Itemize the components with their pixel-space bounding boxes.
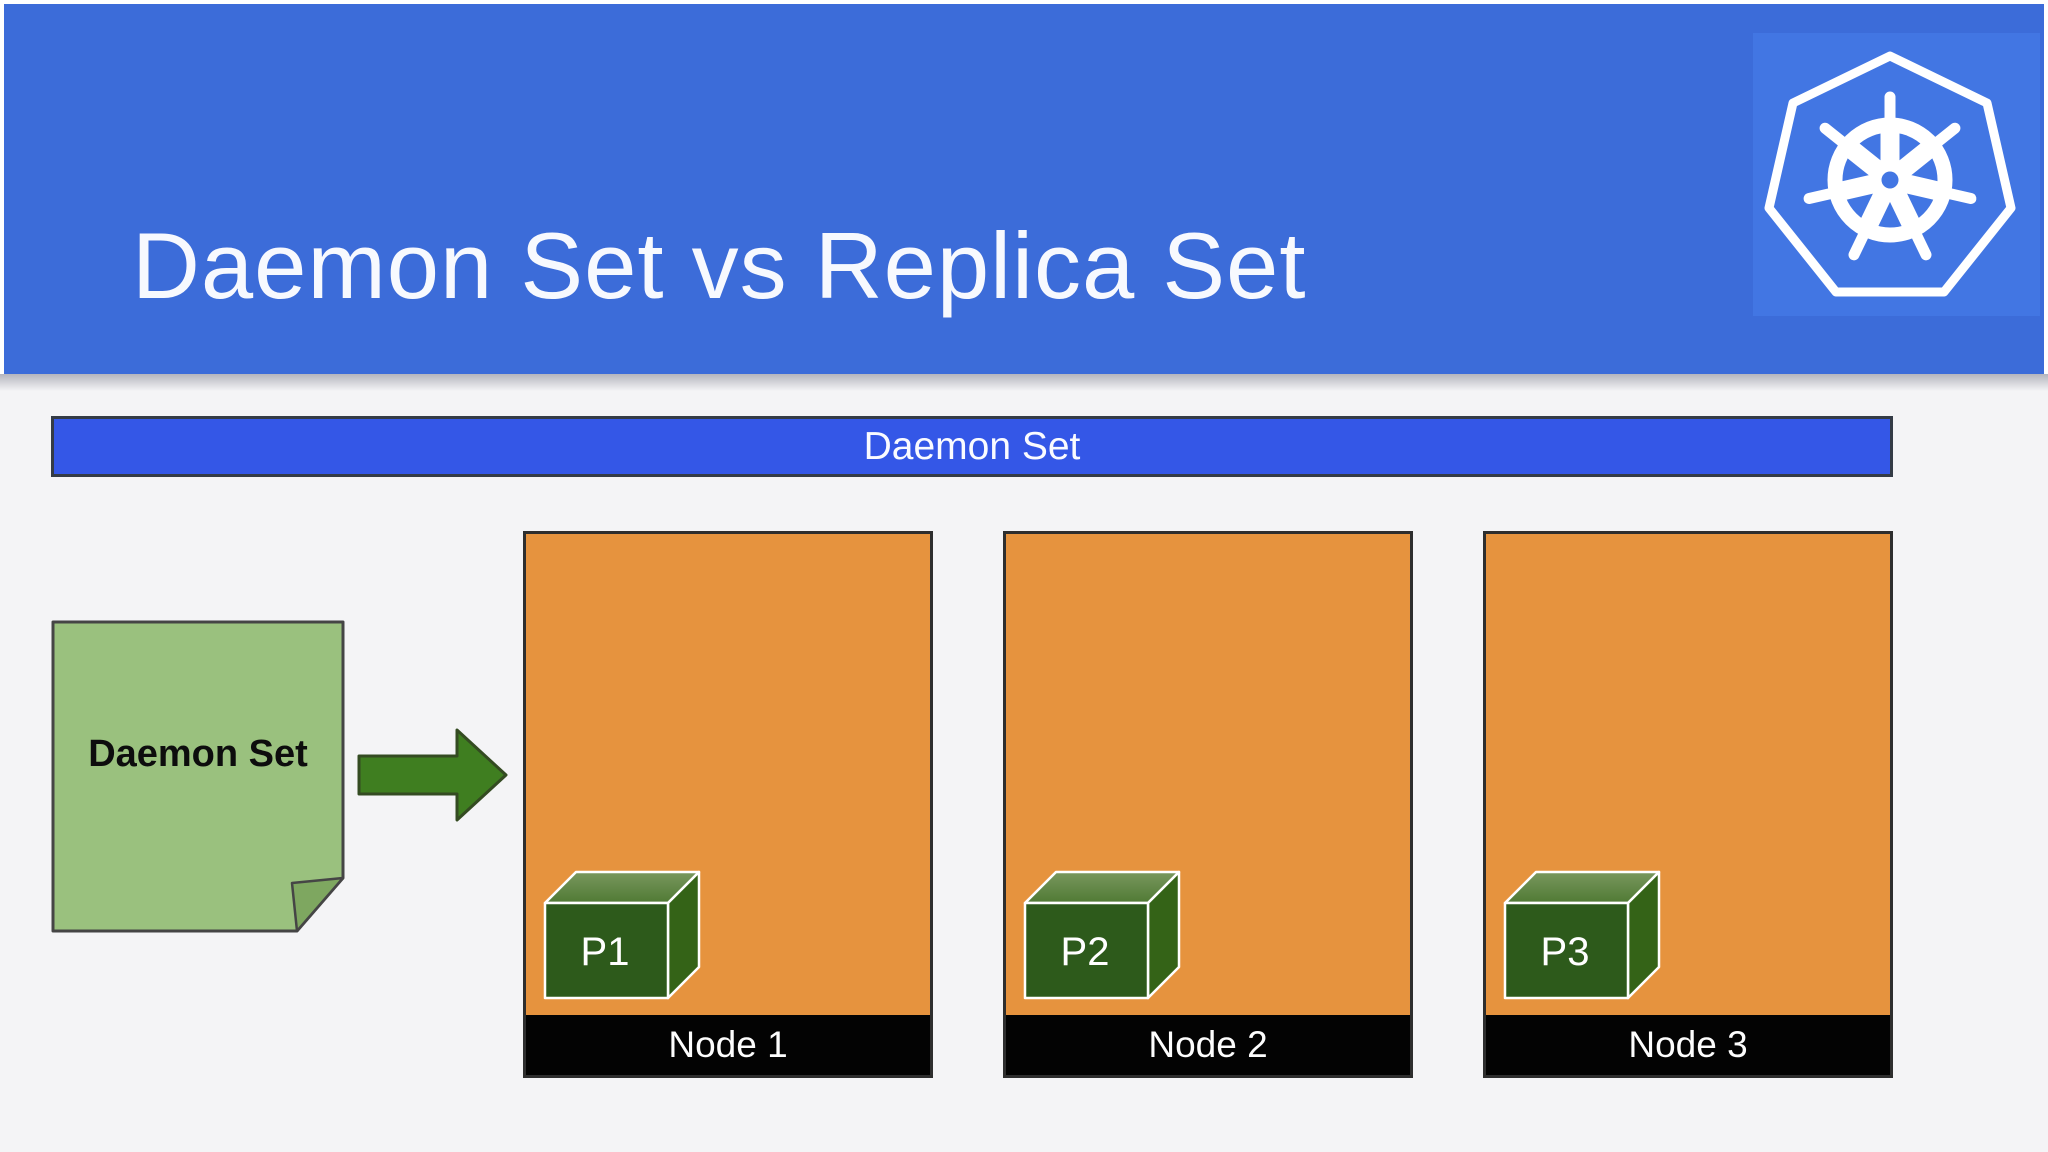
daemon-set-bar-label: Daemon Set — [863, 424, 1081, 468]
node-footer: Node 2 — [1006, 1015, 1410, 1075]
node-footer: Node 3 — [1486, 1015, 1890, 1075]
arrow-right-icon — [357, 726, 509, 829]
folded-note-icon — [51, 620, 345, 937]
pod-label: P2 — [1061, 930, 1110, 974]
pod-cube-icon: P1 — [543, 869, 703, 1006]
pod-cube-icon: P3 — [1503, 869, 1663, 1006]
daemon-set-note: Daemon Set — [51, 620, 345, 933]
node-body: P2 — [1006, 534, 1410, 1015]
node-body: P1 — [526, 534, 930, 1015]
node-footer: Node 1 — [526, 1015, 930, 1075]
node-label: Node 2 — [1148, 1024, 1268, 1065]
pod-label: P1 — [581, 930, 630, 974]
page-title: Daemon Set vs Replica Set — [132, 213, 1307, 318]
daemon-set-bar: Daemon Set — [51, 416, 1893, 477]
heptagon-outline — [1764, 51, 2016, 297]
node-card: P3 Node 3 — [1483, 531, 1893, 1078]
node-body: P3 — [1486, 534, 1890, 1015]
daemon-set-note-label: Daemon Set — [88, 733, 308, 775]
node-label: Node 3 — [1628, 1024, 1748, 1065]
node-card: P1 Node 1 — [523, 531, 933, 1078]
pod-label: P3 — [1541, 930, 1590, 974]
node-card: P2 Node 2 — [1003, 531, 1413, 1078]
node-label: Node 1 — [668, 1024, 788, 1065]
pod-cube-icon: P2 — [1023, 869, 1183, 1006]
header-band: Daemon Set vs Replica Set — [4, 4, 2044, 374]
kubernetes-logo-tile — [1753, 33, 2040, 316]
